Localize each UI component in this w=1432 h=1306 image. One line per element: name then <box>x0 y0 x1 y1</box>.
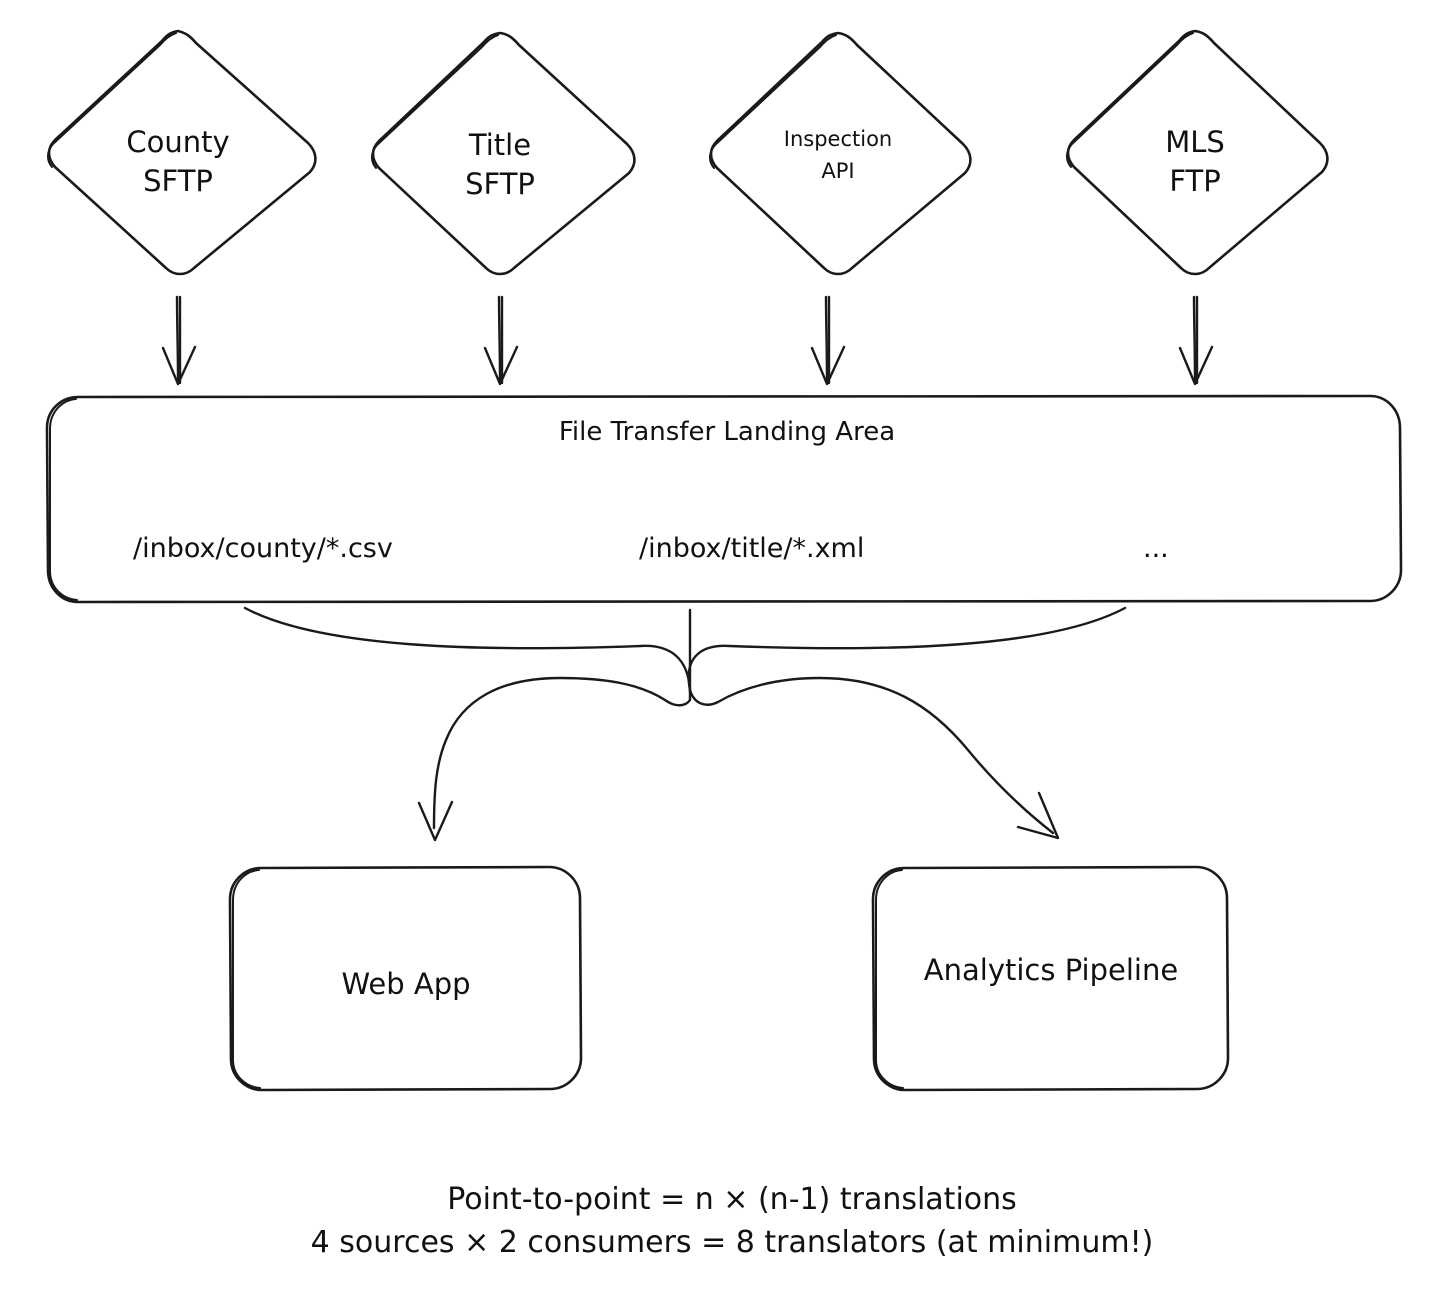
landing-path-ellipsis: ... <box>1143 533 1169 564</box>
diamond-shape <box>709 31 972 276</box>
arrow-title-to-landing <box>483 295 519 386</box>
diamond-shape <box>371 31 636 276</box>
source-label-line2: SFTP <box>465 167 535 201</box>
caption-line-2: 4 sources × 2 consumers = 8 translators … <box>311 1225 1154 1260</box>
arrow-county-to-landing <box>161 295 197 386</box>
diamond-shape-overstroke <box>371 34 499 169</box>
source-node-title-sftp[interactable]: Title SFTP <box>371 31 636 276</box>
caption-line-1: Point-to-point = n × (n-1) translations <box>447 1182 1017 1217</box>
landing-path-title: /inbox/title/*.xml <box>639 533 864 564</box>
source-label-line2: SFTP <box>143 164 213 198</box>
consumer-shape <box>871 865 1230 1092</box>
landing-area-shape <box>45 394 1403 604</box>
source-label-line1: Title <box>468 128 531 162</box>
consumer-node-web-app[interactable]: Web App <box>228 865 583 1092</box>
diamond-shape <box>1066 29 1329 276</box>
diamond-shape-overstroke <box>47 32 177 168</box>
consumer-shape <box>228 865 583 1092</box>
diamond-shape-overstroke <box>1066 32 1194 168</box>
source-label-line1: Inspection <box>784 127 892 151</box>
source-node-inspection-api[interactable]: Inspection API <box>709 31 972 276</box>
arrow-landing-to-web-app <box>243 606 692 842</box>
source-node-mls-ftp[interactable]: MLS FTP <box>1066 29 1329 276</box>
diamond-shape-overstroke <box>709 34 837 169</box>
source-label-line1: County <box>126 125 229 159</box>
landing-area-title: File Transfer Landing Area <box>559 417 895 447</box>
source-label-line1: MLS <box>1165 125 1225 159</box>
source-label-line2: FTP <box>1169 164 1220 198</box>
arrow-inspection-to-landing <box>810 295 846 386</box>
consumer-label: Web App <box>341 967 470 1001</box>
caption-block: Point-to-point = n × (n-1) translations … <box>311 1182 1154 1260</box>
consumer-label: Analytics Pipeline <box>924 953 1178 987</box>
source-node-county-sftp[interactable]: County SFTP <box>47 29 317 276</box>
arrow-mls-to-landing <box>1178 295 1214 386</box>
consumer-node-analytics-pipeline[interactable]: Analytics Pipeline <box>871 865 1230 1092</box>
consumer-overstroke <box>232 869 261 1089</box>
consumer-overstroke <box>875 869 904 1089</box>
arrow-landing-to-analytics <box>687 606 1127 840</box>
landing-area-overstroke <box>49 398 78 601</box>
source-label-line2: API <box>821 159 854 183</box>
landing-area-node[interactable]: File Transfer Landing Area /inbox/county… <box>45 394 1403 604</box>
landing-path-county: /inbox/county/*.csv <box>133 533 393 564</box>
diamond-shape <box>47 29 317 276</box>
